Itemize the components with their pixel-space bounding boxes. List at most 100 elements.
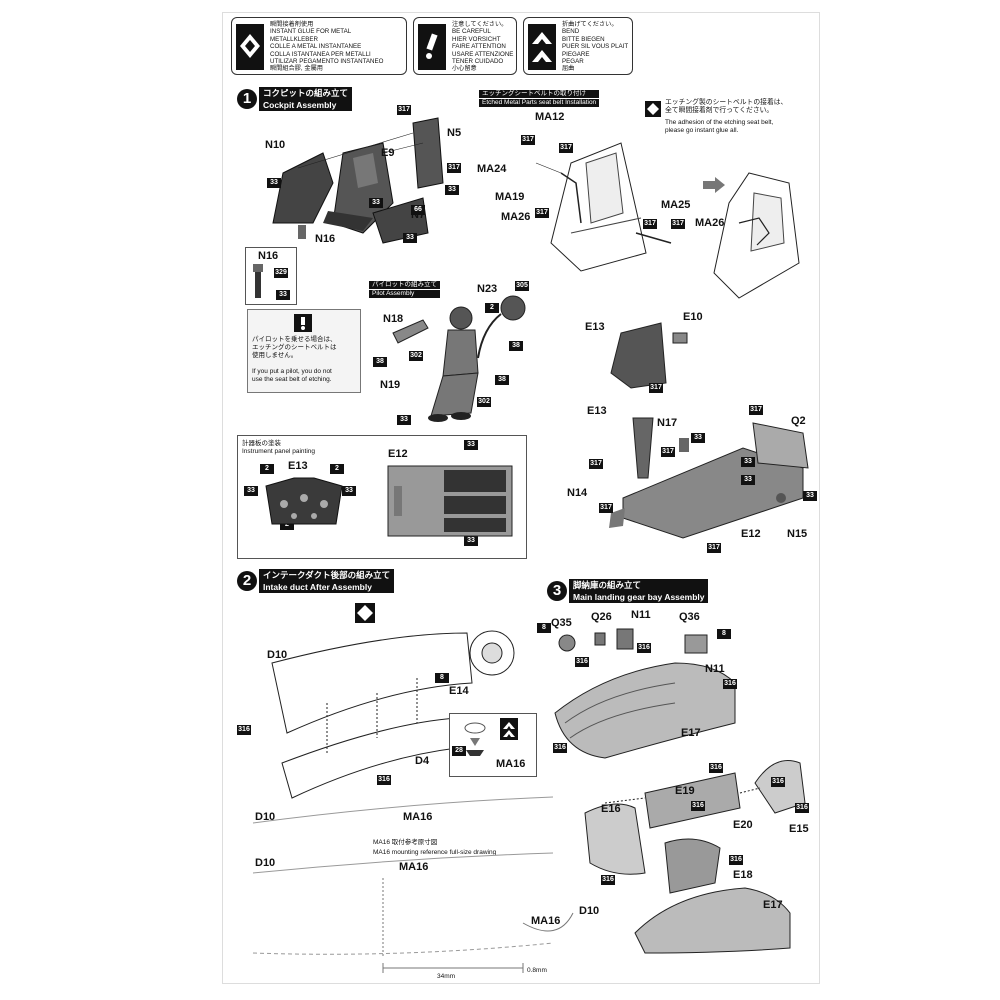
paint-code: 33 [445,185,459,195]
paint-code: 317 [589,459,603,469]
step-title-en: Main landing gear bay Assembly [569,591,709,603]
paint-code: 66 [411,205,425,215]
caution-icon [294,314,312,332]
panel-title-jp: 計器板の塗装 [242,440,281,447]
label-e12: E12 [741,528,761,540]
paint-code: 8 [717,629,731,639]
glue-diamond-icon [645,101,661,117]
paint-code: 8 [537,623,551,633]
caution-icon [418,24,446,70]
paint-code: 317 [643,219,657,229]
paint-code: 329 [274,268,288,278]
label-q35: Q35 [551,617,572,629]
label-e10: E10 [683,311,703,323]
full-size-reference-drawing [252,796,574,973]
label-e19: E19 [675,785,695,797]
label-d10d: D10 [579,905,600,917]
paint-code: 33 [342,486,356,496]
paint-code: 316 [601,875,615,885]
paint-code: 316 [795,803,809,813]
ma16-ref-en: MA16 mounting reference full-size drawin… [373,849,497,856]
intake-duct-drawing [271,630,515,799]
bend-icon [500,718,518,740]
label-d10b: D10 [255,811,276,823]
paint-code: 316 [771,777,785,787]
label-d4: D4 [415,755,430,767]
label-n15: N15 [787,528,808,540]
paint-code: 33 [244,486,258,496]
paint-code: 8 [435,673,449,683]
seatbelt-title-en: Etched Metal Parts seat belt Installatio… [479,99,600,107]
label-e18: E18 [733,869,753,881]
paint-code: 33 [403,233,417,243]
paint-code: 316 [723,679,737,689]
warning-bend: 折曲げてください。 BEND BITTE BIEGEN PUER SIL VOU… [523,17,633,75]
paint-code: 317 [521,135,535,145]
label-e17b: E17 [763,899,783,911]
warning-glue: 瞬間接着剤使用 INSTANT GLUE FOR METAL METALLKLE… [231,17,407,75]
pilot-subhead: パイロットの組み立て Pilot Assembly [369,281,440,299]
label-d10: D10 [267,649,288,661]
paint-code: 28 [452,746,466,756]
paint-code: 33 [267,178,281,188]
pilot-note-en: If you put a pilot, you do not use the s… [252,368,332,383]
adhesion-note-en: The adhesion of the etching seat belt, p… [665,119,774,134]
step-3-header: 3 脚納庫の組み立て Main landing gear bay Assembl… [547,579,709,603]
step-title-jp: コクピットの組み立て [259,87,353,99]
paint-code: 317 [447,163,461,173]
label-n11: N11 [631,609,651,621]
gear-bay-lower-drawing [584,760,806,954]
label-ma24: MA24 [477,163,507,175]
label-e17: E17 [681,727,701,739]
label-d10c: D10 [255,857,276,869]
pilot-title-jp: パイロットの組み立て [369,281,440,289]
label-q36: Q36 [679,611,700,623]
n16-part [253,264,263,298]
pilot-note-jp: パイロットを乗せる場合は、 エッチングのシートベルトは 使用しません。 [252,336,337,359]
label-e14: E14 [449,685,469,697]
paint-code: 33 [369,198,383,208]
label-e13c: E13 [288,460,308,472]
step-2-header: 2 インテークダクト後部の組み立て Intake duct After Asse… [237,569,395,593]
e12-console-panel [387,465,513,537]
label-ma12: MA12 [535,111,565,123]
step-title-jp: 脚納庫の組み立て [569,579,709,591]
pilot-note-box: パイロットを乗せる場合は、 エッチングのシートベルトは 使用しません。 If y… [247,309,361,393]
pilot-title-en: Pilot Assembly [369,290,440,298]
paint-code: 2 [485,303,499,313]
label-e20: E20 [733,819,753,831]
gear-bay-upper-drawing [554,628,736,759]
warning-careful-text: 注意してください。 BE CAREFUL HIER VORSICHT FAIRE… [452,21,514,73]
label-n5: N5 [447,127,462,139]
label-n18: N18 [383,313,404,325]
paint-code: 317 [707,543,721,553]
dimension-0-8mm: 0.8mm [527,967,547,974]
label-e12b: E12 [388,448,408,460]
label-ma26b: MA26 [695,217,725,229]
label-q26: Q26 [591,611,612,623]
label-n23: N23 [477,283,498,295]
step-number: 3 [547,581,567,601]
paint-code: 316 [637,643,651,653]
paint-code: 302 [409,351,423,361]
paint-code: 33 [741,457,755,467]
label-n16-detail: N16 [258,250,279,262]
step-title-en: Intake duct After Assembly [259,581,395,593]
label-n11b: N11 [705,663,725,675]
label-e9: E9 [381,147,395,159]
label-e15: E15 [789,823,809,835]
glue-diamond-icon [236,24,264,70]
paint-code: 316 [575,657,589,667]
paint-code: 305 [515,281,529,291]
warning-bend-text: 折曲げてください。 BEND BITTE BIEGEN PUER SIL VOU… [562,21,629,73]
paint-code: 316 [709,763,723,773]
paint-code: 317 [535,208,549,218]
step-number: 1 [237,89,257,109]
seatbelt-subhead: エッチングシートベルトの取り付け Etched Metal Parts seat… [479,90,600,108]
label-n19: N19 [380,379,401,391]
paint-code: 33 [691,433,705,443]
label-ma25: MA25 [661,199,691,211]
paint-code: 2 [260,464,274,474]
label-e16: E16 [601,803,621,815]
paint-code: 316 [377,775,391,785]
